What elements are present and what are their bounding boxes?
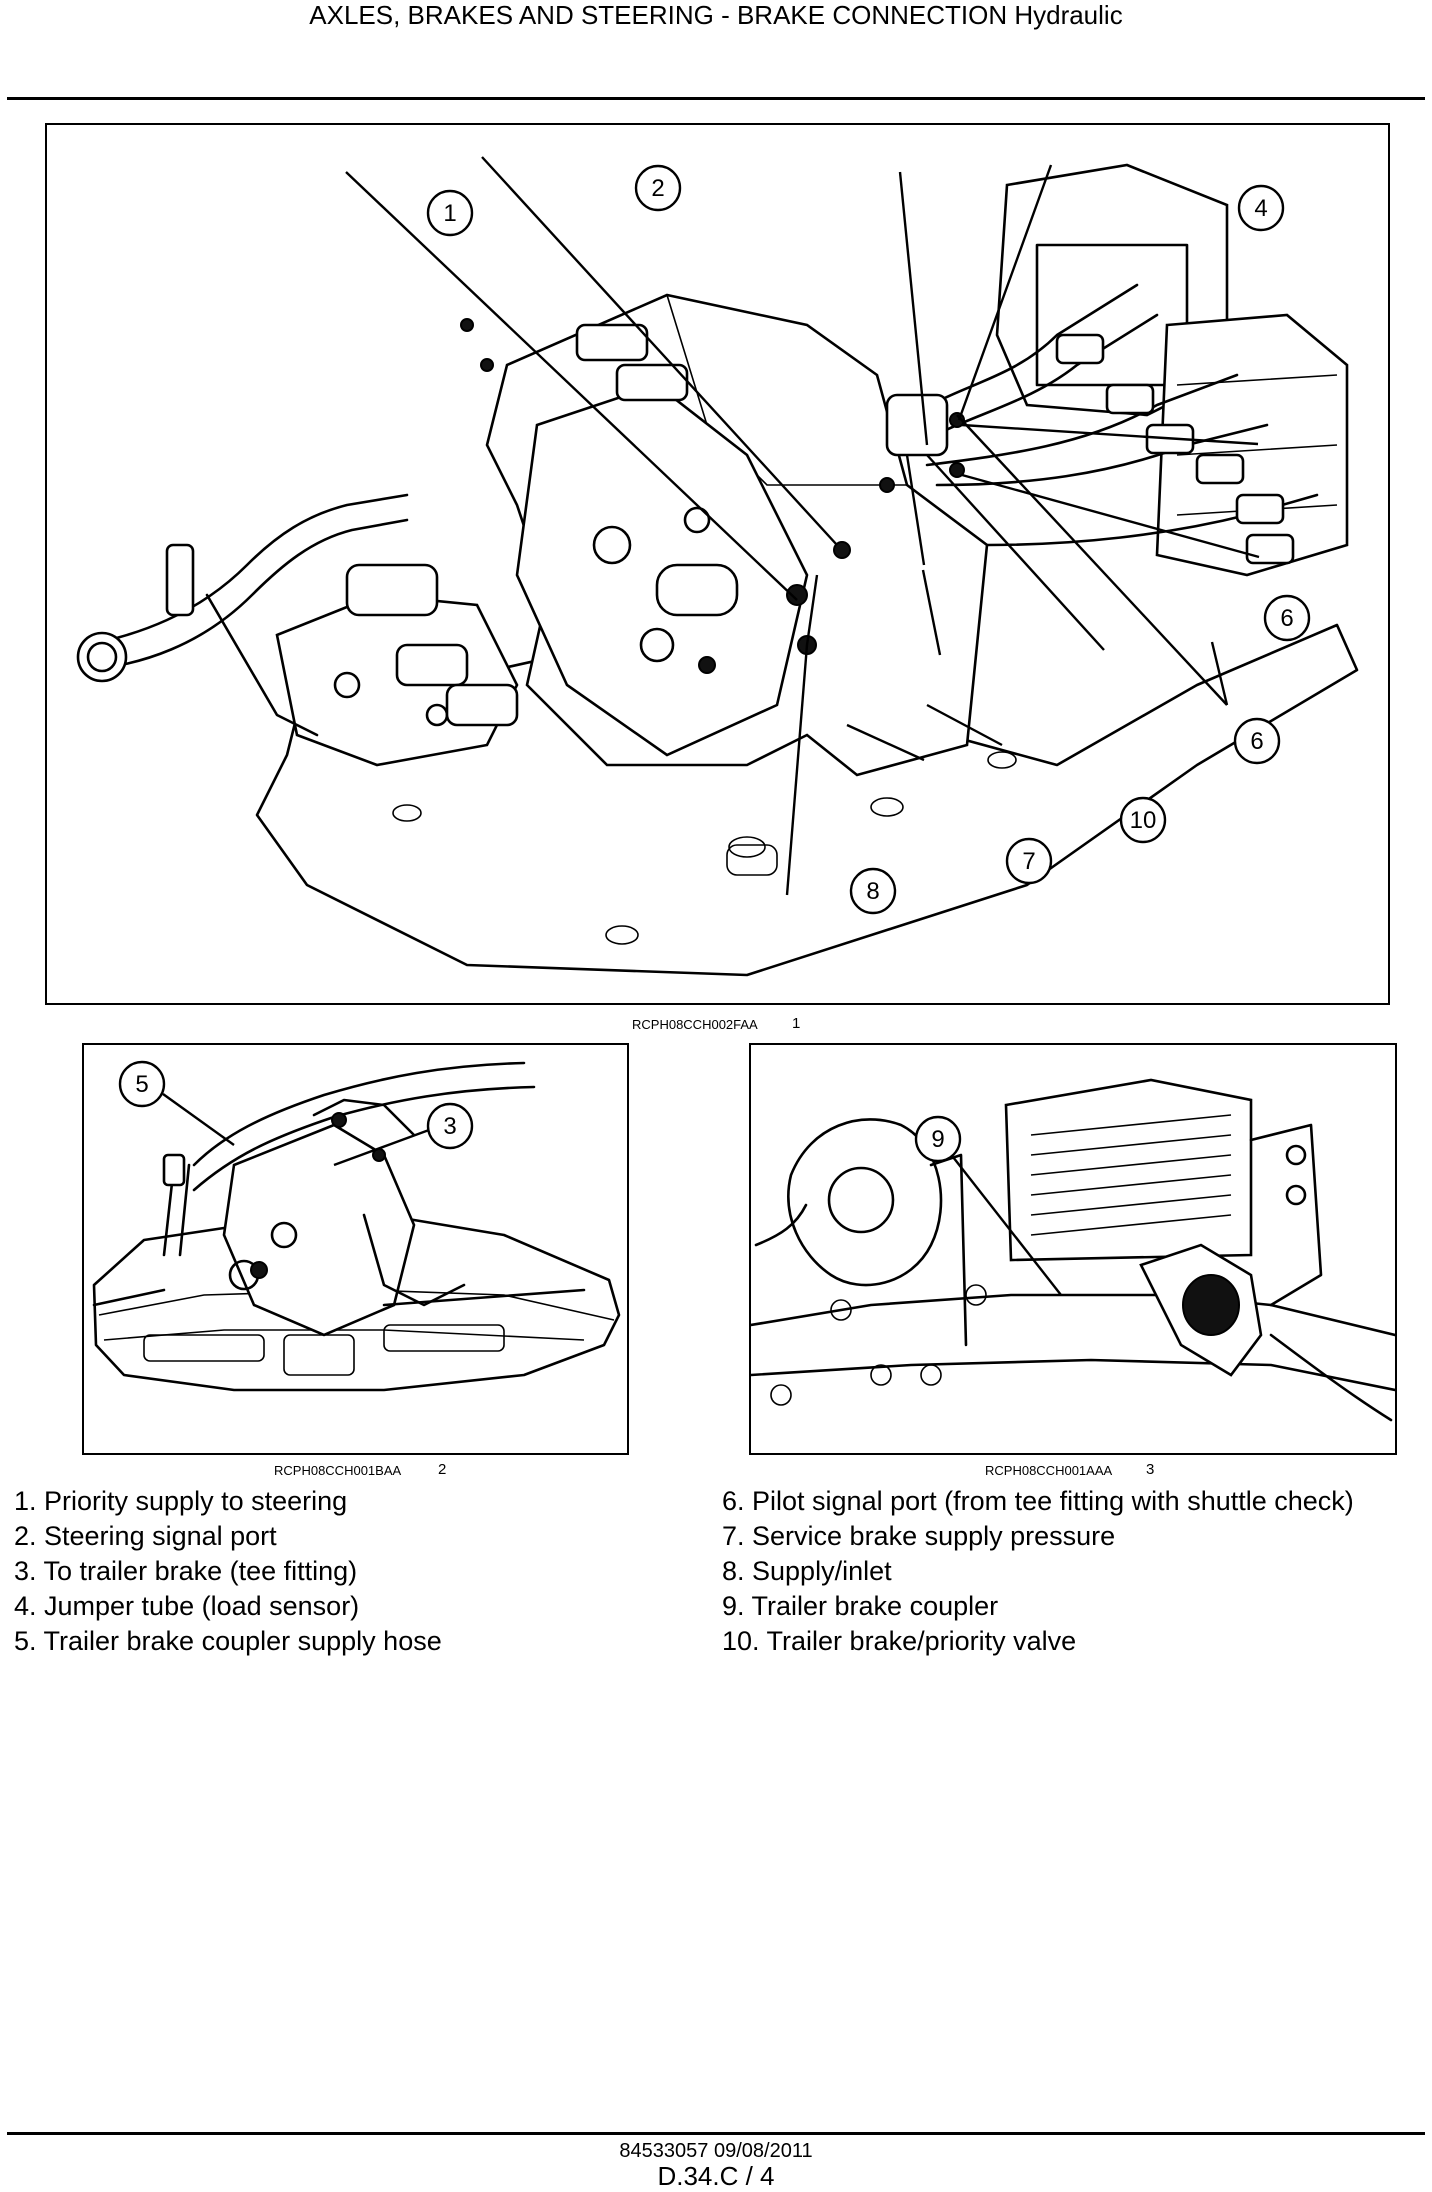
- legend-item-8: 8. Supply/inlet: [722, 1556, 892, 1586]
- legend-item-3: 3. To trailer brake (tee fitting): [14, 1556, 358, 1586]
- legend-left: 1. Priority supply to steering 2. Steeri…: [14, 1484, 442, 1659]
- svg-text:7: 7: [1022, 848, 1035, 875]
- figure-1-caption-number: 1: [792, 1015, 801, 1032]
- svg-text:1: 1: [443, 200, 456, 227]
- svg-text:6: 6: [1250, 728, 1263, 755]
- callout-5: 5: [118, 1060, 166, 1108]
- valve-assembly-drawing: 1 2 4 6 6 10 7 8: [76, 156, 1359, 977]
- svg-text:10: 10: [1130, 807, 1157, 834]
- figure-3-trailer-coupler: 9: [749, 1043, 1397, 1455]
- svg-text:2: 2: [651, 175, 664, 202]
- legend-item-10: 10. Trailer brake/priority valve: [722, 1626, 1077, 1656]
- legend-item-5: 5. Trailer brake coupler supply hose: [14, 1626, 442, 1656]
- trailer-coupler-drawing: 9: [751, 1078, 1395, 1422]
- figure-3-caption-code: RCPH08CCH001AAA: [985, 1463, 1113, 1478]
- legend-item-2: 2. Steering signal port: [14, 1521, 277, 1551]
- callout-9: 9: [914, 1115, 962, 1163]
- callout-8: 8: [849, 867, 897, 915]
- page-header: AXLES, BRAKES AND STEERING - BRAKE CONNE…: [309, 0, 1123, 30]
- callout-7: 7: [1005, 837, 1053, 885]
- callout-4: 4: [1237, 184, 1285, 232]
- footer-page-ref: D.34.C / 4: [657, 2161, 775, 2191]
- callout-10: 10: [1119, 796, 1167, 844]
- callout-3: 3: [426, 1102, 474, 1150]
- figure-2-trailer-hose: 5 3: [82, 1043, 629, 1455]
- svg-text:4: 4: [1254, 195, 1267, 222]
- legend-item-6: 6. Pilot signal port (from tee fitting w…: [722, 1486, 1354, 1516]
- legend-item-4: 4. Jumper tube (load sensor): [14, 1591, 360, 1621]
- callout-2: 2: [634, 164, 682, 212]
- callout-1: 1: [426, 189, 474, 237]
- figure-2-caption-number: 2: [438, 1461, 447, 1478]
- trailer-hose-drawing: 5 3: [92, 1060, 621, 1392]
- footer-rule: [7, 2132, 1425, 2135]
- svg-text:5: 5: [135, 1071, 148, 1098]
- legend-item-7: 7. Service brake supply pressure: [722, 1521, 1116, 1551]
- header-rule: [7, 97, 1425, 100]
- svg-text:9: 9: [931, 1126, 944, 1153]
- svg-text:8: 8: [866, 878, 879, 905]
- figure-1-caption-code: RCPH08CCH002FAA: [632, 1017, 758, 1032]
- footer-doc-ref: 84533057 09/08/2011: [619, 2140, 813, 2162]
- figure-1-valve-assembly: 1 2 4 6 6 10 7 8: [45, 123, 1390, 1005]
- callout-6a: 6: [1263, 594, 1311, 642]
- legend-right: 6. Pilot signal port (from tee fitting w…: [722, 1484, 1354, 1659]
- svg-text:6: 6: [1280, 605, 1293, 632]
- legend-item-1: 1. Priority supply to steering: [14, 1486, 348, 1516]
- callout-6b: 6: [1233, 717, 1281, 765]
- svg-text:3: 3: [443, 1113, 456, 1140]
- legend-item-9: 9. Trailer brake coupler: [722, 1591, 999, 1621]
- figure-3-caption-number: 3: [1146, 1461, 1155, 1478]
- figure-2-caption-code: RCPH08CCH001BAA: [274, 1463, 402, 1478]
